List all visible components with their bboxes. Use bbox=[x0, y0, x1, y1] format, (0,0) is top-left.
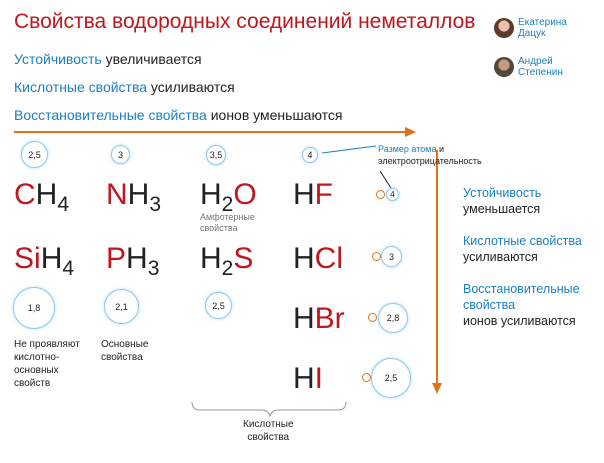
line-reducing: Восстановительные свойства ионов уменьша… bbox=[14, 107, 343, 123]
formula-hcl: HCl bbox=[293, 242, 344, 275]
halogen-circle-i: 2,5 bbox=[371, 358, 411, 398]
value-circle-o: 3,5 bbox=[206, 145, 226, 165]
value-circle-n: 3 bbox=[111, 145, 130, 164]
page-title: Свойства водородных соединений неметалло… bbox=[14, 10, 476, 33]
legend-pointer bbox=[321, 145, 377, 154]
dot-hi bbox=[362, 373, 371, 382]
formula-hf: HF bbox=[293, 178, 333, 211]
line-acidity: Кислотные свойства усиливаются bbox=[14, 79, 235, 95]
legend-pointer-2 bbox=[379, 170, 392, 189]
value-circle-s: 2,5 bbox=[205, 292, 232, 319]
halogen-circle-cl: 3 bbox=[381, 246, 402, 267]
vertical-arrow-head bbox=[432, 383, 442, 394]
formula-ph3: PH3 bbox=[106, 242, 160, 280]
horizontal-arrow-head bbox=[405, 127, 416, 137]
halogen-circle-f: 4 bbox=[386, 188, 399, 201]
formula-hbr: HBr bbox=[293, 302, 345, 335]
value-circle-p: 2,1 bbox=[104, 289, 139, 324]
dot-hbr bbox=[368, 313, 377, 322]
author-avatar-2 bbox=[494, 57, 514, 77]
dot-hcl bbox=[372, 252, 381, 261]
halogen-circle-br: 2,8 bbox=[378, 303, 408, 333]
formula-nh3: NH3 bbox=[106, 178, 162, 216]
value-circle-c: 2,5 bbox=[21, 141, 48, 168]
formula-ch4: CH4 bbox=[14, 178, 70, 216]
formula-h2o: H2O bbox=[200, 178, 257, 216]
author-avatar-1 bbox=[494, 18, 514, 38]
line-stability: Устойчивость увеличивается bbox=[14, 51, 202, 67]
legend-label: Размер атома и электроотрицательность bbox=[378, 144, 482, 166]
acid-bracket bbox=[191, 401, 347, 418]
formula-h2s: H2S bbox=[200, 242, 254, 280]
formula-hi: HI bbox=[293, 362, 324, 395]
formula-sih4: SiH4 bbox=[14, 242, 75, 280]
dot-hf bbox=[376, 190, 385, 199]
value-circle-si: 1,8 bbox=[13, 287, 55, 329]
value-circle-f: 4 bbox=[302, 147, 318, 163]
